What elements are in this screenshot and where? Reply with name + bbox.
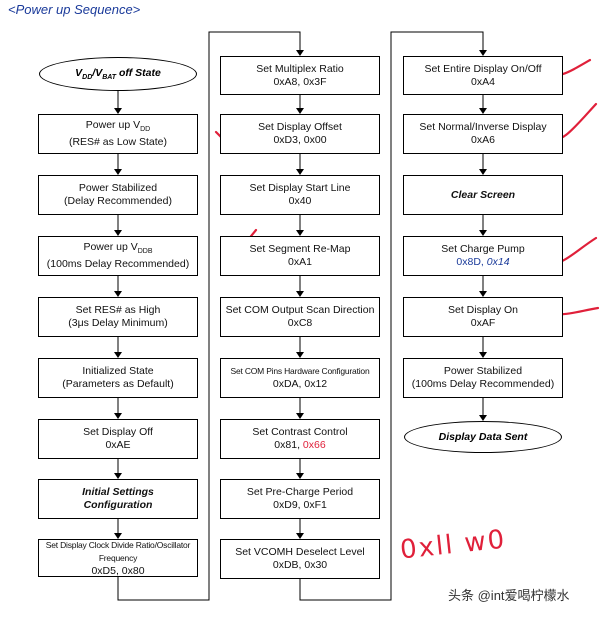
step-power-up-vddb: Power up VDDB (100ms Delay Recommended) [38,236,198,276]
step-set-clock-divide: Set Display Clock Divide Ratio/Oscillato… [38,539,198,577]
step-set-charge-pump: Set Charge Pump 0x8D, 0x14 [403,236,563,276]
end-state-oval: Display Data Sent [404,421,562,453]
step-set-contrast-control: Set Contrast Control 0x81, 0x66 [220,419,380,459]
step-clear-screen: Clear Screen [403,175,563,215]
step-initialized-state: Initialized State(Parameters as Default) [38,358,198,398]
watermark: 头条 @int爱喝柠檬水 [448,588,570,603]
step-power-stabilized: Power Stabilized(Delay Recommended) [38,175,198,215]
step-set-res-high: Set RES# as High(3μs Delay Minimum) [38,297,198,337]
step-power-stabilized-final: Power Stabilized(100ms Delay Recommended… [403,358,563,398]
step-power-up-vdd: Power up VDD (RES# as Low State) [38,114,198,154]
start-state-oval: VDD/VBAT off State [39,57,197,91]
page-title: <Power up Sequence> [8,2,141,17]
